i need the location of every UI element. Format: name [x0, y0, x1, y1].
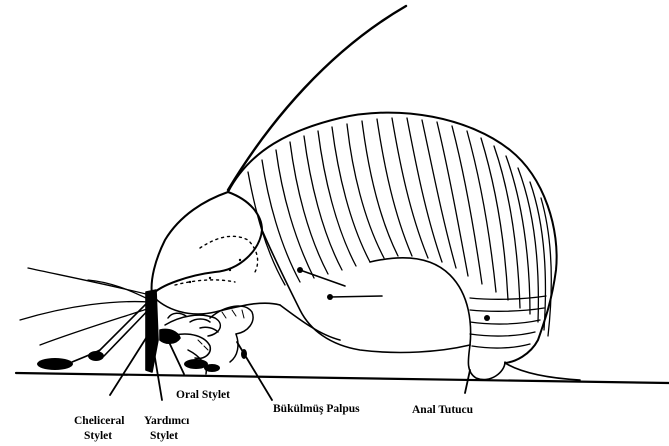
label-cheliceral-line2: Stylet: [84, 430, 112, 442]
ground-line: [16, 373, 669, 383]
label-yardimci-line2: Stylet: [150, 430, 178, 442]
seta-line-2: [330, 296, 382, 297]
label-palpus: Bükülmüş Palpus: [273, 403, 360, 415]
oral-stylet-piece: [160, 329, 180, 343]
anal-clasper: [468, 345, 505, 380]
labels: Cheliceral Stylet Yardımcı Stylet Oral S…: [74, 389, 474, 442]
pointer-anal: [465, 370, 470, 393]
pointer-palpus: [237, 342, 272, 400]
label-oral-stylet: Oral Stylet: [176, 389, 230, 401]
label-cheliceral-line1: Cheliceral: [74, 415, 124, 427]
seta-line-1: [300, 270, 345, 286]
label-pointers: [110, 335, 470, 400]
dorsal-seta: [228, 6, 406, 190]
thorax-fold: [280, 305, 340, 340]
body-dots: [189, 259, 490, 321]
ventral-arch: [370, 258, 471, 345]
shield-dotted-line-2: [175, 280, 235, 285]
label-yardimci-line1: Yardımcı: [144, 415, 190, 427]
label-anal-tutucu: Anal Tutucu: [412, 404, 474, 416]
body-annulations: [248, 118, 551, 348]
tarsal-claws: [37, 349, 247, 372]
shield-dotted-line: [200, 236, 258, 272]
thorax-lower: [152, 295, 280, 314]
pointer-oral: [168, 340, 184, 374]
body-outline: [228, 113, 557, 363]
thorax-belly: [262, 230, 470, 352]
anal-clasper-tail: [505, 363, 580, 380]
gnathosoma-setae: [20, 268, 150, 345]
